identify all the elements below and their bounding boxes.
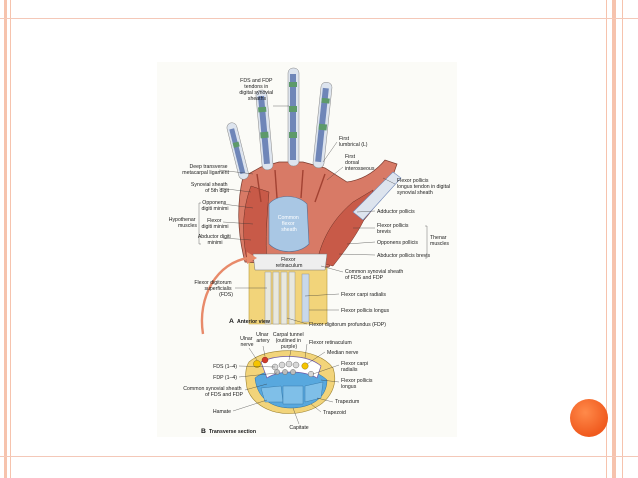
- transverse-section: [245, 350, 335, 414]
- label-deep-transverse-ligament: Deep transverse metacarpal ligament: [182, 164, 229, 176]
- top-rule: [0, 18, 638, 19]
- label-first-lumbrical: First lumbrical (L): [339, 136, 368, 148]
- label-flexor-pollicis-brevis: Flexor pollicis brevis: [377, 223, 410, 235]
- label-abductor-pollicis-brevis: Abductor pollicis brevis: [377, 253, 430, 259]
- label-fds-1-4: FDS (1–4): [213, 364, 237, 370]
- label-ulnar-nerve: Ulnar nerve: [240, 336, 254, 348]
- label-hamate: Hamate: [213, 409, 231, 415]
- accent-circle: [570, 399, 608, 437]
- label-ulnar-artery: Ulnar artery: [256, 332, 270, 344]
- hand-anterior-view: [200, 67, 402, 335]
- label-thenar-muscles: Thenar muscles: [430, 235, 449, 247]
- right-decorative-border: [598, 0, 638, 478]
- label-fdp-1-4: FDP (1–4): [213, 375, 237, 381]
- label-capitate: Capitate: [289, 425, 308, 431]
- section-b-letter: B: [201, 428, 206, 435]
- label-flexor-retinaculum-section: Flexor retinaculum: [309, 340, 352, 346]
- label-synovial-sheath-5th: Synovial sheath of 5th digit: [191, 182, 230, 194]
- label-common-synovial-sheath: Common synovial sheath of FDS and FDP: [345, 269, 405, 281]
- label-fds-forearm: Flexor digitorum superficialis (FDS): [194, 280, 233, 298]
- label-carpal-tunnel: Carpal tunnel (outlined in purple): [273, 332, 305, 350]
- label-fds-fdp-sheaths: FDS and FDP tendons in digital synovial …: [239, 78, 274, 102]
- fingers: [226, 67, 333, 180]
- section-labels: Ulnar nerve Ulnar artery Carpal tunnel (…: [183, 332, 374, 435]
- label-abductor-digiti-minimi: Abductor digiti minimi: [198, 234, 232, 246]
- label-opponens-digiti-minimi: Opponens digiti minimi: [201, 200, 228, 212]
- label-hypothenar-muscles: Hypothenar muscles: [169, 217, 198, 229]
- label-median-nerve: Median nerve: [327, 350, 359, 356]
- label-trapezoid: Trapezoid: [323, 410, 346, 416]
- label-common-synovial-section: Common synovial sheath of FDS and FDP: [183, 386, 243, 398]
- label-opponens-pollicis: Opponens pollicis: [377, 240, 418, 246]
- section-a-title: Anterior view: [237, 319, 271, 325]
- label-trapezium: Trapezium: [335, 399, 359, 405]
- label-fpl-tendon: Flexor pollicis longus tendon in digital…: [397, 178, 452, 196]
- label-flexor-retinaculum-hand: Flexor retinaculum: [276, 257, 303, 269]
- leader-lines-section: [232, 343, 340, 425]
- section-a-letter: A: [229, 318, 234, 325]
- left-decorative-border: [0, 0, 22, 478]
- label-fdp: Flexor digitorum profundus (FDP): [309, 322, 386, 328]
- bottom-rule: [0, 456, 638, 457]
- label-flexor-carpi-radialis: Flexor carpi radialis: [341, 292, 386, 298]
- anterior-labels: FDS and FDP tendons in digital synovial …: [169, 78, 452, 328]
- hand-anatomy-figure: FDS and FDP tendons in digital synovial …: [157, 62, 457, 437]
- label-fcr-section: Flexor carpi radialis: [341, 361, 370, 373]
- hand-anatomy-diagram: FDS and FDP tendons in digital synovial …: [169, 67, 452, 435]
- label-first-dorsal-interosseous: First dorsal interosseous: [345, 154, 375, 172]
- label-adductor-pollicis: Adductor pollicis: [377, 209, 415, 215]
- label-common-flexor-sheath: Common flexor sheath: [278, 215, 301, 233]
- section-b-title: Transverse section: [209, 429, 256, 435]
- leader-lines-anterior: [198, 105, 428, 325]
- label-flexor-pollicis-longus: Flexor pollicis longus: [341, 308, 390, 314]
- label-flexor-digiti-minimi: Flexor digiti minimi: [201, 218, 228, 230]
- label-fpl-section: Flexor pollicis longus: [341, 378, 374, 390]
